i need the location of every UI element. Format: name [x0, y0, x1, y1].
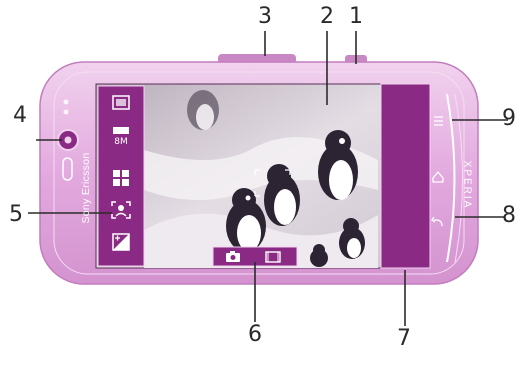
- callout-7: 7: [390, 328, 418, 350]
- light-sensor: [64, 110, 69, 115]
- callout-3: 3: [251, 6, 279, 28]
- settings-bar: [98, 86, 144, 266]
- callout-5: 5: [2, 204, 30, 226]
- model-label: XPERIA: [462, 161, 473, 210]
- penguin-background: [187, 90, 219, 130]
- callout-2: 2: [313, 6, 341, 28]
- capture-bar[interactable]: [381, 84, 430, 268]
- resolution-icon[interactable]: [113, 127, 129, 134]
- callout-8: 8: [495, 205, 523, 227]
- resolution-badge: 8M: [110, 136, 132, 148]
- proximity-sensor: [64, 100, 69, 105]
- callout-9: 9: [495, 108, 523, 130]
- front-camera-glint: [65, 137, 72, 144]
- callout-6: 6: [241, 324, 269, 346]
- callout-4: 4: [6, 105, 34, 127]
- callout-1: 1: [342, 6, 370, 28]
- brand-label: Sony Ericsson: [80, 152, 92, 223]
